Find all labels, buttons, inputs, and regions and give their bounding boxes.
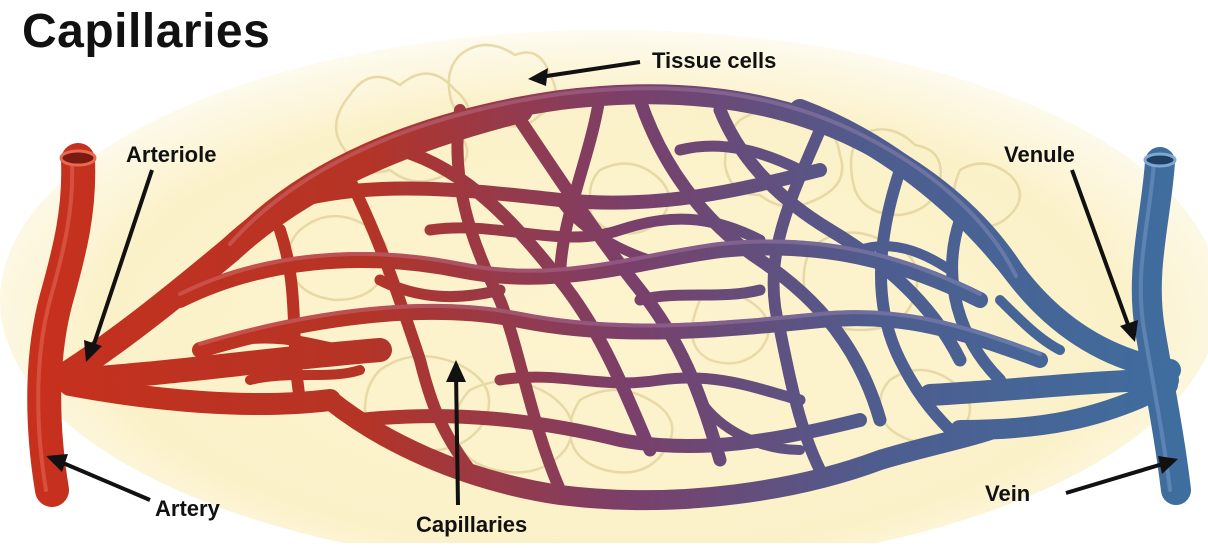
label-capillaries: Capillaries xyxy=(416,512,527,538)
label-tissue-cells: Tissue cells xyxy=(652,48,776,74)
capillaries-arrow xyxy=(456,372,458,505)
label-vein: Vein xyxy=(985,481,1030,507)
label-artery: Artery xyxy=(155,496,220,522)
artery-opening xyxy=(61,151,95,165)
page-title: Capillaries xyxy=(22,4,270,59)
vein-opening xyxy=(1145,154,1175,166)
label-venule: Venule xyxy=(1004,142,1075,168)
label-arteriole: Arteriole xyxy=(126,142,216,168)
